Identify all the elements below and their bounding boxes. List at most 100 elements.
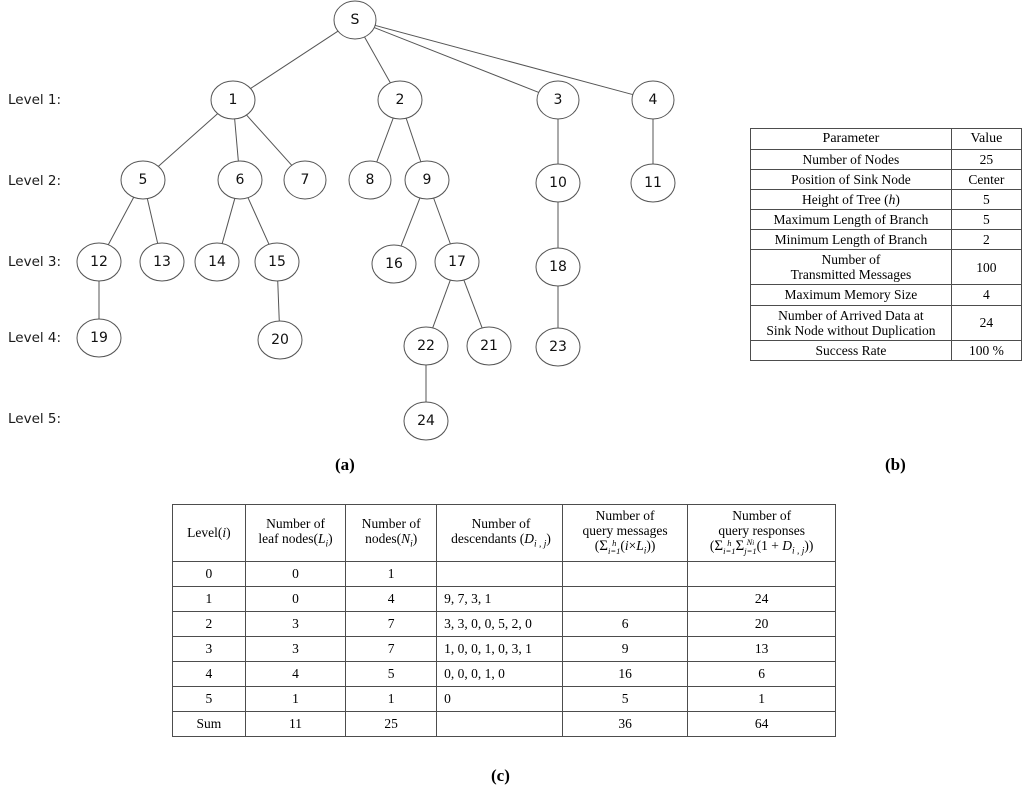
tree-node-circle (194, 242, 240, 282)
tree-node-16[interactable]: 16 (371, 244, 417, 284)
tree-node-5[interactable]: 5 (120, 160, 166, 200)
cell-leaf-nodes: 1 (244, 685, 347, 712)
tree-node-14[interactable]: 14 (194, 242, 240, 282)
tree-node-6[interactable]: 6 (217, 160, 263, 200)
tree-node-15[interactable]: 15 (254, 242, 300, 282)
tree-node-17[interactable]: 17 (434, 242, 480, 282)
tree-node-3[interactable]: 3 (536, 80, 580, 120)
tree-node-12[interactable]: 12 (76, 242, 122, 282)
cell-query-responses: 24 (687, 585, 836, 612)
tree-node-label: 11 (644, 175, 662, 191)
cell-nodes: 7 (345, 610, 438, 637)
tree-edge-group (98, 24, 654, 403)
cell-query-responses: 64 (687, 710, 836, 737)
parameter-name: Height of Tree (h) (750, 188, 952, 211)
tree-node-9[interactable]: 9 (404, 160, 450, 200)
tree-node-label: 19 (90, 330, 108, 346)
tree-node-label: 16 (385, 256, 403, 272)
cell-descendants: 3, 3, 0, 0, 5, 2, 0 (436, 610, 563, 637)
cell-level: 0 (172, 560, 246, 587)
tree-node-22[interactable]: 22 (403, 326, 449, 366)
tree-node-label: 22 (417, 338, 435, 354)
tree-node-10[interactable]: 10 (535, 163, 581, 203)
parameter-value: 5 (950, 208, 1023, 231)
tree-node-2[interactable]: 2 (377, 80, 423, 120)
tree-node-S[interactable]: S (333, 0, 377, 40)
cell-query-messages: 9 (561, 635, 689, 662)
tree-node-circle (535, 163, 581, 203)
parameter-value: 100 (950, 249, 1023, 286)
tree-edge-6-14 (221, 197, 236, 245)
cell-leaf-nodes: 4 (244, 660, 347, 687)
cell-level: 4 (172, 660, 246, 687)
header-parameter: Parameter (750, 128, 952, 150)
tree-node-circle (120, 160, 166, 200)
cell-query-messages: 6 (561, 610, 689, 637)
tree-node-label: 3 (554, 92, 563, 108)
cell-query-messages (561, 585, 689, 612)
tree-node-label: 13 (153, 254, 171, 270)
tree-node-4[interactable]: 4 (631, 80, 675, 120)
cell-nodes: 5 (345, 660, 438, 687)
tree-edge-9-17 (432, 197, 452, 245)
tree-node-circle (139, 242, 185, 282)
cell-leaf-nodes: 0 (244, 560, 347, 587)
cell-level: 3 (172, 635, 246, 662)
tree-node-23[interactable]: 23 (535, 327, 581, 367)
tree-edge-2-8 (376, 117, 394, 163)
tree-edge-17-22 (431, 279, 452, 329)
level-label-2: Level 2: (8, 173, 62, 189)
tree-node-1[interactable]: 1 (210, 80, 256, 120)
tree-node-circle (217, 160, 263, 200)
tree-node-7[interactable]: 7 (283, 160, 327, 200)
cell-nodes: 7 (345, 635, 438, 662)
tree-node-13[interactable]: 13 (139, 242, 185, 282)
tree-edge-9-16 (400, 197, 421, 247)
tree-edge-S-3 (372, 26, 541, 94)
tree-edge-6-15 (247, 196, 270, 246)
tree-node-circle (254, 242, 300, 282)
cell-descendants: 1, 0, 0, 1, 0, 3, 1 (436, 635, 563, 662)
tree-node-19[interactable]: 19 (76, 318, 122, 358)
tree-node-label: 15 (268, 254, 286, 270)
tree-node-label: 17 (448, 254, 466, 270)
tree-edge-5-12 (107, 196, 135, 246)
tree-node-18[interactable]: 18 (535, 247, 581, 287)
header-level: Level(i) (172, 504, 246, 562)
tree-node-label: 23 (549, 339, 567, 355)
parameter-value: 5 (950, 188, 1023, 211)
tree-node-circle (466, 326, 512, 366)
parameter-name: Maximum Memory Size (750, 284, 952, 306)
cell-query-responses: 1 (687, 685, 836, 712)
tree-node-label: 24 (417, 413, 435, 429)
tree-node-circle (76, 318, 122, 358)
tree-node-11[interactable]: 11 (630, 163, 676, 203)
tree-node-20[interactable]: 20 (257, 320, 303, 360)
cell-leaf-nodes: 0 (244, 585, 347, 612)
cell-leaf-nodes: 3 (244, 635, 347, 662)
parameter-value: Center (950, 168, 1023, 190)
cell-nodes: 1 (345, 685, 438, 712)
tree-node-8[interactable]: 8 (348, 160, 392, 200)
cell-query-messages: 36 (561, 710, 689, 737)
tree-node-21[interactable]: 21 (466, 326, 512, 366)
cell-query-responses: 20 (687, 610, 836, 637)
tree-node-24[interactable]: 24 (403, 401, 449, 441)
tree-node-label: 4 (649, 92, 658, 108)
